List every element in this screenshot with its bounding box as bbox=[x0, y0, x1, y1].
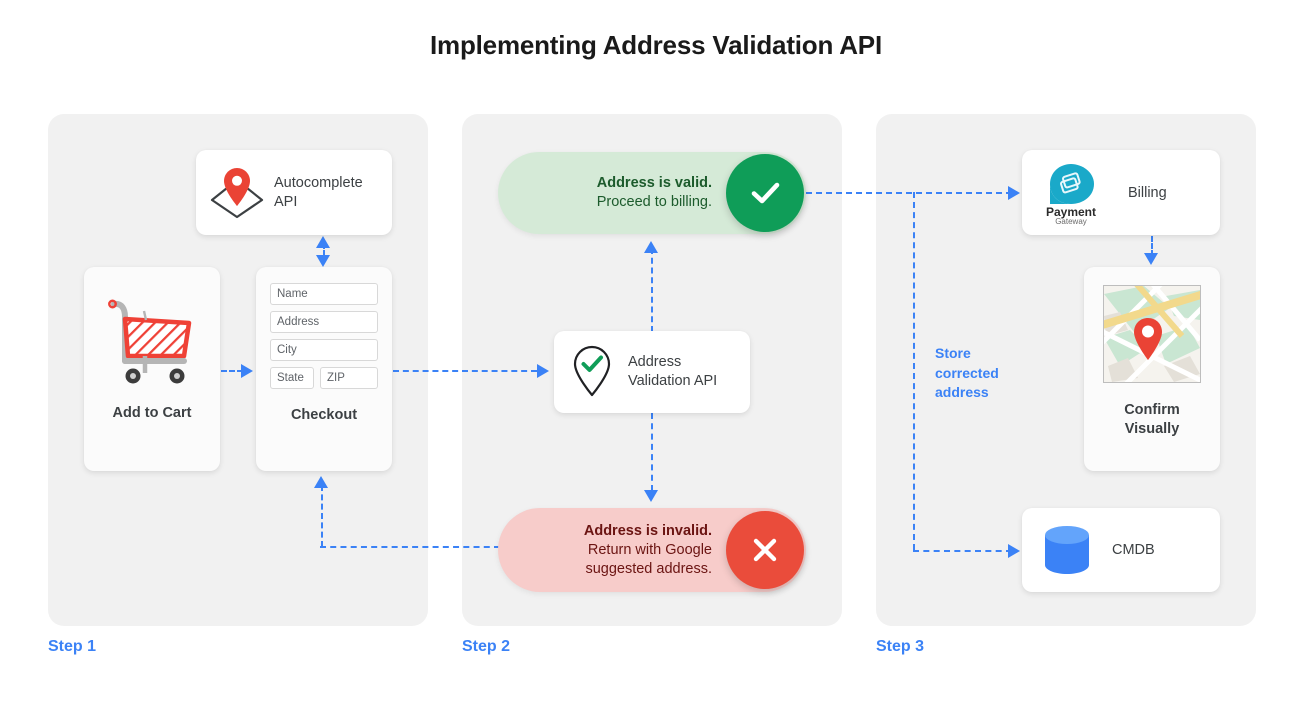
step-2-label: Step 2 bbox=[462, 638, 511, 655]
billing-card[interactable]: Payment Gateway Billing bbox=[1022, 150, 1220, 235]
arrow-valid-to-billing bbox=[1008, 186, 1020, 200]
connector-invalid-return-v bbox=[321, 485, 323, 547]
address-validation-api-label: Address Validation API bbox=[628, 354, 718, 389]
step-1-label: Step 1 bbox=[48, 638, 97, 655]
address-invalid-text: Address is invalid. Return with Google s… bbox=[583, 522, 712, 577]
map-thumbnail-icon bbox=[1103, 285, 1201, 383]
connector-billing-confirm bbox=[1151, 236, 1153, 256]
arrow-up-return-checkout bbox=[314, 476, 328, 488]
payment-gateway-logo: Payment Gateway bbox=[1038, 160, 1110, 226]
connector-autocomplete-checkout bbox=[323, 243, 325, 263]
autocomplete-api-card[interactable]: Autocomplete API bbox=[196, 150, 392, 235]
arrow-billing-to-confirm bbox=[1144, 253, 1158, 265]
address-field[interactable]: Address bbox=[270, 311, 378, 333]
connector-checkout-validation bbox=[393, 370, 537, 372]
name-field[interactable]: Name bbox=[270, 283, 378, 305]
map-pin-diamond-icon bbox=[206, 164, 268, 222]
connector-validation-valid bbox=[651, 248, 653, 332]
checkout-label: Checkout bbox=[290, 407, 358, 423]
zip-field[interactable]: ZIP bbox=[320, 367, 378, 389]
address-valid-pill[interactable]: Address is valid. Proceed to billing. bbox=[498, 152, 806, 234]
connector-invalid-return-h bbox=[320, 546, 500, 548]
x-circle-icon bbox=[726, 511, 804, 589]
pin-check-icon bbox=[568, 343, 616, 401]
confirm-visually-card[interactable]: Confirm Visually bbox=[1084, 267, 1220, 471]
arrow-down-checkout bbox=[316, 255, 330, 267]
step-3-label: Step 3 bbox=[876, 638, 925, 655]
connector-valid-billing bbox=[806, 192, 1012, 194]
check-circle-icon bbox=[726, 154, 804, 232]
city-field[interactable]: City bbox=[270, 339, 378, 361]
cmdb-label: CMDB bbox=[1112, 542, 1155, 558]
add-to-cart-card[interactable]: Add to Cart bbox=[84, 267, 220, 471]
address-valid-text: Address is valid. Proceed to billing. bbox=[596, 175, 712, 210]
connector-store-branch-v bbox=[913, 192, 915, 550]
state-field[interactable]: State bbox=[270, 367, 314, 389]
store-corrected-address-note: Store corrected address bbox=[935, 345, 999, 400]
billing-label: Billing bbox=[1128, 184, 1167, 201]
arrow-checkout-to-validation bbox=[537, 364, 549, 378]
arrow-to-cmdb bbox=[1008, 544, 1020, 558]
state-zip-row: State ZIP bbox=[270, 367, 378, 389]
arrow-down-invalid bbox=[644, 490, 658, 502]
cmdb-card[interactable]: CMDB bbox=[1022, 508, 1220, 592]
confirm-visually-label: Confirm Visually bbox=[1124, 402, 1180, 437]
shopping-cart-icon bbox=[100, 287, 204, 387]
page-title: Implementing Address Validation API bbox=[430, 30, 882, 60]
autocomplete-api-label: Autocomplete API bbox=[274, 174, 363, 210]
checkout-card[interactable]: Name Address City State ZIP Checkout bbox=[256, 267, 392, 471]
address-invalid-pill[interactable]: Address is invalid. Return with Google s… bbox=[498, 508, 806, 592]
arrow-up-valid bbox=[644, 241, 658, 253]
database-cylinder-icon bbox=[1042, 524, 1092, 576]
checkout-form: Name Address City State ZIP bbox=[270, 283, 378, 389]
svg-text:Payment: Payment bbox=[1046, 205, 1096, 219]
connector-cart-checkout bbox=[221, 370, 243, 372]
arrow-cart-to-checkout bbox=[241, 364, 253, 378]
address-validation-api-card[interactable]: Address Validation API bbox=[554, 331, 750, 413]
arrow-up-autocomplete bbox=[316, 236, 330, 248]
connector-validation-invalid bbox=[651, 413, 653, 491]
connector-store-branch-h bbox=[913, 550, 1012, 552]
add-to-cart-label: Add to Cart bbox=[112, 405, 192, 421]
svg-text:Gateway: Gateway bbox=[1055, 217, 1087, 226]
